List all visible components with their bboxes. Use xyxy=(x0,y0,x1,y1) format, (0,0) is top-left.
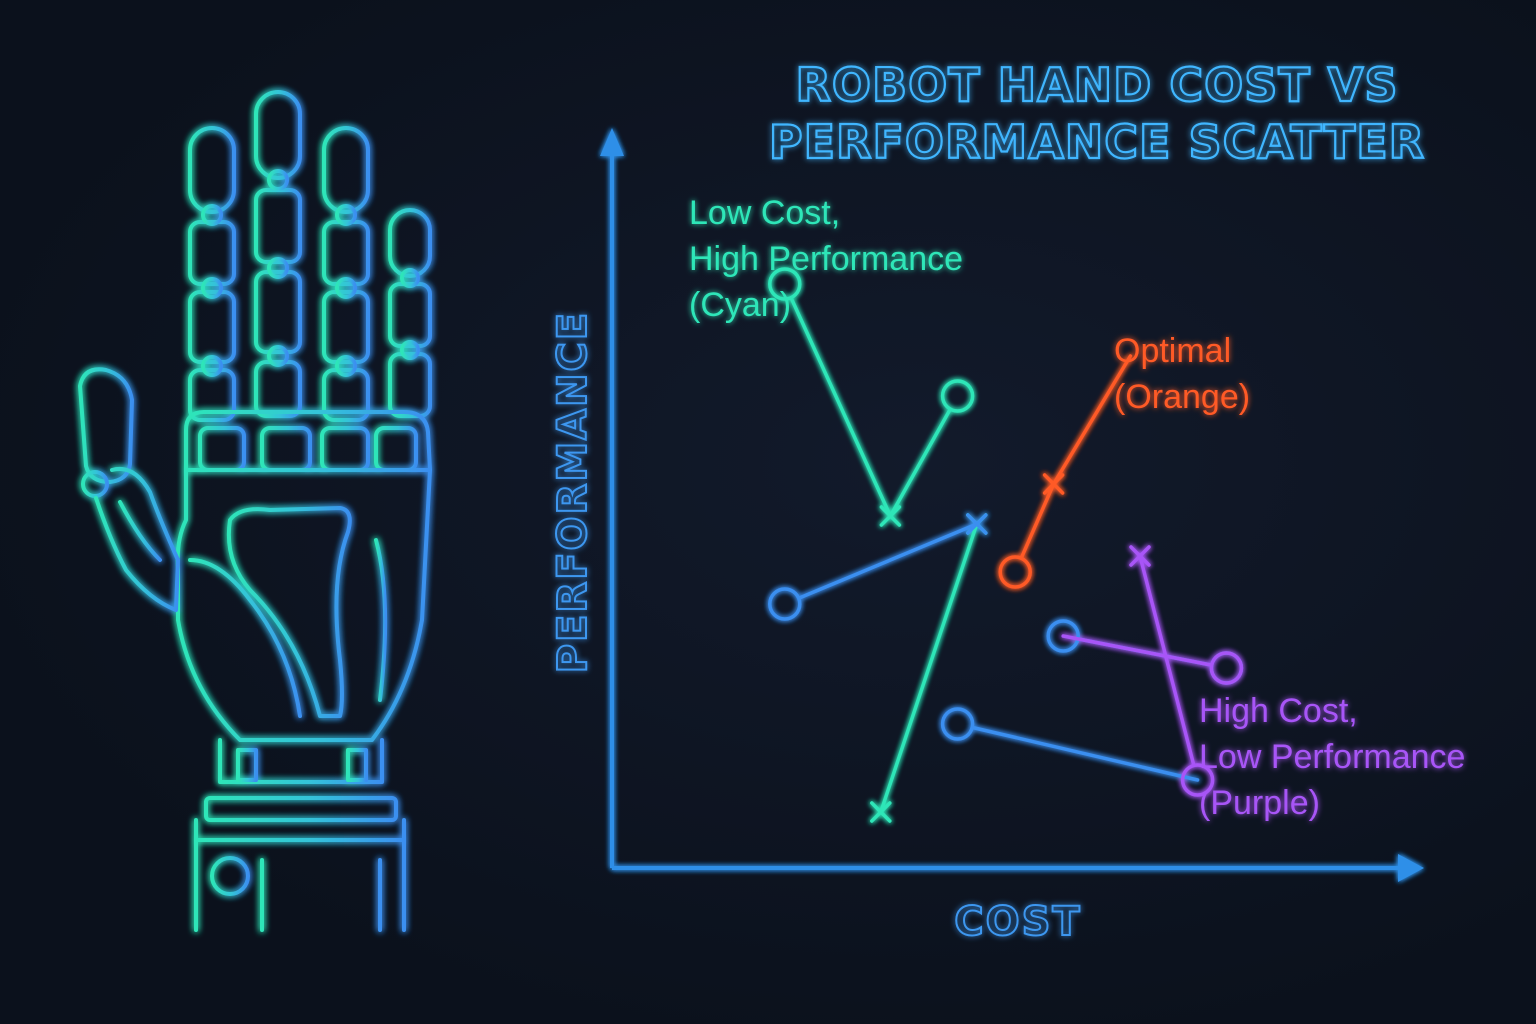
axes xyxy=(600,128,1424,882)
data-point-cross xyxy=(1042,473,1065,495)
annotation-cyan-line-0: Low Cost, xyxy=(689,194,840,232)
series-2-segment-0-line-0 xyxy=(1020,482,1056,559)
data-point-cross xyxy=(966,513,988,535)
data-point-circle xyxy=(1046,619,1080,653)
pinky-finger xyxy=(388,208,432,418)
data-point-circle xyxy=(998,555,1032,589)
annotation-purple-line-0: High Cost, xyxy=(1199,692,1358,730)
annotation-cyan-line-2: (Cyan) xyxy=(689,286,791,324)
annotation-purple-line-2: (Purple) xyxy=(1199,784,1320,822)
ring-finger xyxy=(322,126,370,422)
series-3-segment-1-line-0 xyxy=(972,726,1200,782)
y-axis-label: PERFORMANCE xyxy=(550,311,596,674)
annotation-orange-line-1: (Orange) xyxy=(1114,378,1250,416)
data-point-circle xyxy=(1180,763,1215,797)
chart-title-line-2: PERFORMANCE SCATTER xyxy=(769,115,1425,169)
data-point-circle xyxy=(940,379,975,413)
data-point-circle xyxy=(940,707,975,741)
data-point-circle xyxy=(1209,651,1244,685)
annotation-cyan-line-1: High Performance xyxy=(689,240,963,278)
palm xyxy=(175,468,432,742)
data-point-cross xyxy=(870,801,892,823)
annotation-purple-line-1: Low Performance xyxy=(1199,738,1465,776)
series-4-segment-1-line-0 xyxy=(1061,634,1212,667)
annotations: Low Cost, High Performance (Cyan) Optimal (O… xyxy=(689,194,1465,822)
series-0-segment-0-line-1 xyxy=(888,409,952,518)
data-marks xyxy=(768,267,1244,823)
chart-title-line-1: ROBOT HAND COST VS xyxy=(796,58,1399,112)
data-point-circle xyxy=(768,587,802,621)
x-axis-arrow xyxy=(1398,854,1424,882)
data-point-circle xyxy=(768,267,802,301)
data-point-cross xyxy=(879,505,902,527)
series-0-segment-0-line-0 xyxy=(790,297,893,518)
data-point-cross xyxy=(1129,545,1151,567)
annotation-orange-line-0: Optimal xyxy=(1114,332,1231,370)
index-finger xyxy=(188,126,236,422)
middle-finger xyxy=(254,90,302,418)
series-1-segment-0-line-0 xyxy=(798,522,979,600)
series-2-segment-0-line-1 xyxy=(1051,354,1133,486)
series-4-segment-0-line-0 xyxy=(1138,554,1196,766)
x-axis-label: COST xyxy=(954,899,1081,945)
thumb xyxy=(78,367,180,612)
y-axis-arrow xyxy=(600,128,624,156)
series-0-segment-1-line-0 xyxy=(879,522,979,814)
